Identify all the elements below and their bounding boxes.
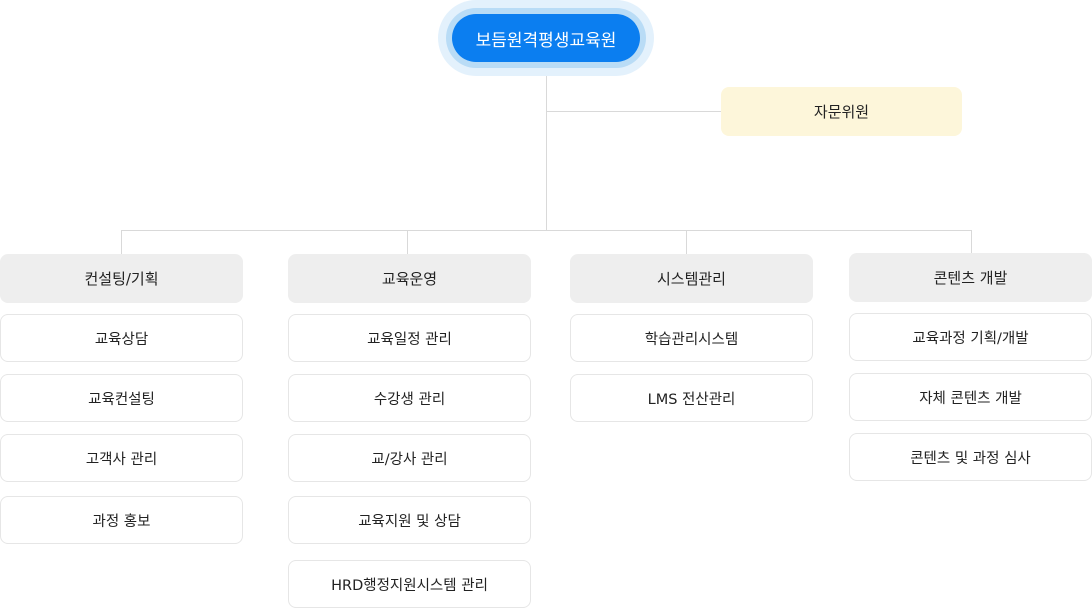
dept-connector-4	[971, 230, 972, 255]
root-vertical-connector	[546, 76, 547, 231]
dept-item: 수강생 관리	[288, 374, 531, 422]
dept-item: LMS 전산관리	[570, 374, 813, 422]
advisor-node: 자문위원	[721, 87, 962, 136]
dept-item: 교육지원 및 상담	[288, 496, 531, 544]
dept-connector-1	[121, 230, 122, 255]
root-node: 보듬원격평생교육원	[452, 14, 640, 62]
department-horizontal-connector	[121, 230, 972, 231]
dept-item: 학습관리시스템	[570, 314, 813, 362]
department-content-development: 콘텐츠 개발	[849, 253, 1092, 302]
dept-item: 교육일정 관리	[288, 314, 531, 362]
dept-item: 교/강사 관리	[288, 434, 531, 482]
department-education-operation: 교육운영	[288, 254, 531, 303]
advisor-connector	[546, 111, 722, 112]
dept-item: 과정 홍보	[0, 496, 243, 544]
dept-item: 자체 콘텐츠 개발	[849, 373, 1092, 421]
department-consulting-planning: 컨설팅/기획	[0, 254, 243, 303]
dept-item: 콘텐츠 및 과정 심사	[849, 433, 1092, 481]
dept-item: HRD행정지원시스템 관리	[288, 560, 531, 608]
dept-item: 교육과정 기획/개발	[849, 313, 1092, 361]
dept-item: 교육컨설팅	[0, 374, 243, 422]
dept-connector-2	[407, 230, 408, 255]
department-system-management: 시스템관리	[570, 254, 813, 303]
dept-item: 교육상담	[0, 314, 243, 362]
dept-item: 고객사 관리	[0, 434, 243, 482]
dept-connector-3	[686, 230, 687, 255]
